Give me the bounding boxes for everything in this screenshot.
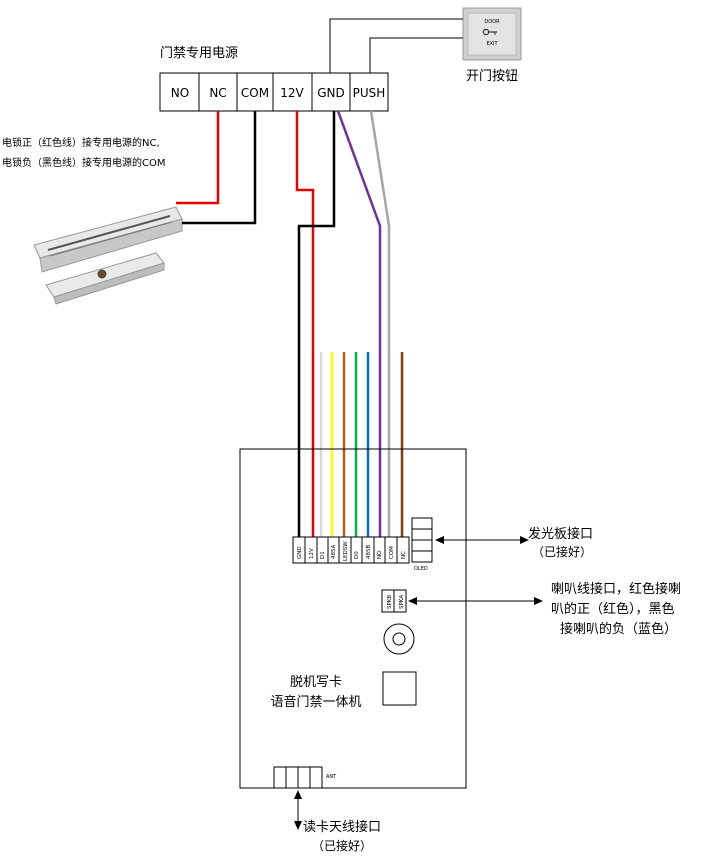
- pin-label-no: NO: [377, 550, 383, 559]
- pin-label-ledsw: LEDSW: [343, 541, 349, 561]
- terminal-12v: 12V: [280, 86, 304, 100]
- terminal-no: NO: [171, 86, 189, 100]
- pin-header: GND 12V D1 485A LEDSW D0 485B NO COM NC: [292, 536, 410, 564]
- speaker-pin-spka: SPKA: [399, 595, 405, 609]
- board-title-line1: 脱机写卡: [290, 675, 342, 690]
- terminal-block: NO NC COM 12V GND PUSH: [159, 72, 389, 112]
- exit-button: DOOR EXIT: [462, 7, 522, 61]
- pin-label-485a: 485A: [331, 545, 337, 559]
- power-supply-title: 门禁专用电源: [160, 46, 238, 61]
- lock-note-line2: 电锁负（黑色线）接专用电源的COM: [2, 156, 165, 169]
- pin-label-d1: D1: [320, 551, 326, 559]
- led-annotation-line1: 发光板接口: [528, 526, 593, 542]
- pin-label-nc: NC: [401, 551, 407, 559]
- antenna-arrowhead-down: [294, 821, 302, 830]
- chip-square: [382, 671, 417, 706]
- controller-board: [239, 448, 467, 789]
- lock-note-line1: 电锁正（红色线）接专用电源的NC,: [2, 136, 160, 149]
- wire-purple-no: [336, 110, 382, 543]
- lock-red-wire: [176, 111, 220, 205]
- lock-black-wire: [182, 111, 257, 225]
- terminal-com: COM: [241, 86, 269, 100]
- button-wire-push: [369, 37, 463, 73]
- antenna-arrowhead-up: [294, 790, 302, 799]
- speaker-annotation-line1: 喇叭线接口，红色接喇: [551, 581, 681, 597]
- led-connector: OLED: [411, 517, 433, 572]
- speaker-arrowhead-right: [534, 597, 543, 605]
- exit-plate-top-text: DOOR: [484, 19, 500, 25]
- antenna-annotation-line2: （已接好）: [312, 838, 372, 853]
- wire-gray-com: [369, 110, 391, 543]
- speaker-annotation-line3: 接喇叭的负（蓝色）: [560, 621, 677, 637]
- speaker-arrowhead-left: [408, 597, 417, 605]
- wire-gnd-black: [297, 111, 336, 543]
- magnetic-lock-image: [33, 206, 183, 305]
- led-arrowhead-right: [520, 536, 529, 544]
- antenna-annotation-line1: 读卡天线接口: [303, 819, 381, 835]
- led-annotation-line2: （已接好）: [532, 544, 592, 559]
- pin-label-com: COM: [389, 546, 395, 559]
- board-title-line2: 语音门禁一体机: [270, 694, 361, 710]
- pin-label-12v: 12V: [309, 548, 315, 559]
- pin-label-485b: 485B: [366, 545, 372, 559]
- exit-button-label: 开门按钮: [466, 69, 518, 84]
- antenna-connector: ANT: [273, 766, 337, 789]
- button-wire-gnd: [329, 18, 463, 73]
- terminal-gnd: GND: [317, 86, 345, 100]
- speaker-pin-spkb: SPKB: [387, 595, 393, 609]
- exit-plate-bottom-text: EXIT: [486, 41, 498, 47]
- buzzer-icon: [383, 623, 415, 655]
- ant-pin-label: ANT: [326, 774, 337, 780]
- terminal-push: PUSH: [353, 86, 386, 100]
- wire-12v-red: [295, 111, 315, 543]
- terminal-nc: NC: [209, 86, 226, 100]
- led-pin-label: OLED: [414, 566, 428, 572]
- pin-label-d0: D0: [354, 551, 360, 559]
- pin-label-gnd: GND: [297, 546, 303, 559]
- speaker-connector: SPKB SPKA: [381, 589, 407, 613]
- speaker-annotation-line2: 叭的正（红色），黑色: [551, 601, 675, 617]
- led-arrowhead-left: [435, 536, 444, 544]
- key-icon: [482, 28, 497, 36]
